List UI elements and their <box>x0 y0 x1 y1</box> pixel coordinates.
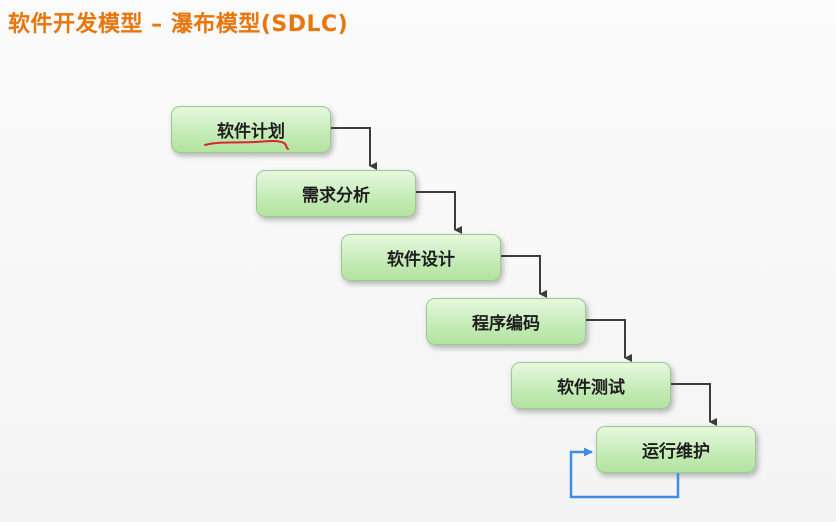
page-title: 软件开发模型 – 瀑布模型(SDLC) <box>8 12 349 37</box>
arrow-testing-to-maintenance <box>671 383 717 426</box>
arrow-coding-to-testing <box>586 319 632 362</box>
arrow-requirements-to-design <box>416 191 462 234</box>
step-label: 软件测试 <box>557 378 625 398</box>
step-coding: 程序编码 <box>426 298 586 345</box>
step-requirements: 需求分析 <box>256 170 416 217</box>
step-label: 运行维护 <box>642 442 710 462</box>
step-planning: 软件计划 <box>171 106 331 153</box>
step-label: 程序编码 <box>472 314 540 334</box>
step-label: 需求分析 <box>302 186 370 206</box>
arrow-design-to-coding <box>501 255 547 298</box>
arrow-planning-to-requirements <box>331 127 377 170</box>
step-label: 软件设计 <box>387 250 455 270</box>
step-maintenance: 运行维护 <box>596 426 756 473</box>
step-label: 软件计划 <box>217 122 285 142</box>
step-testing: 软件测试 <box>511 362 671 409</box>
step-design: 软件设计 <box>341 234 501 281</box>
